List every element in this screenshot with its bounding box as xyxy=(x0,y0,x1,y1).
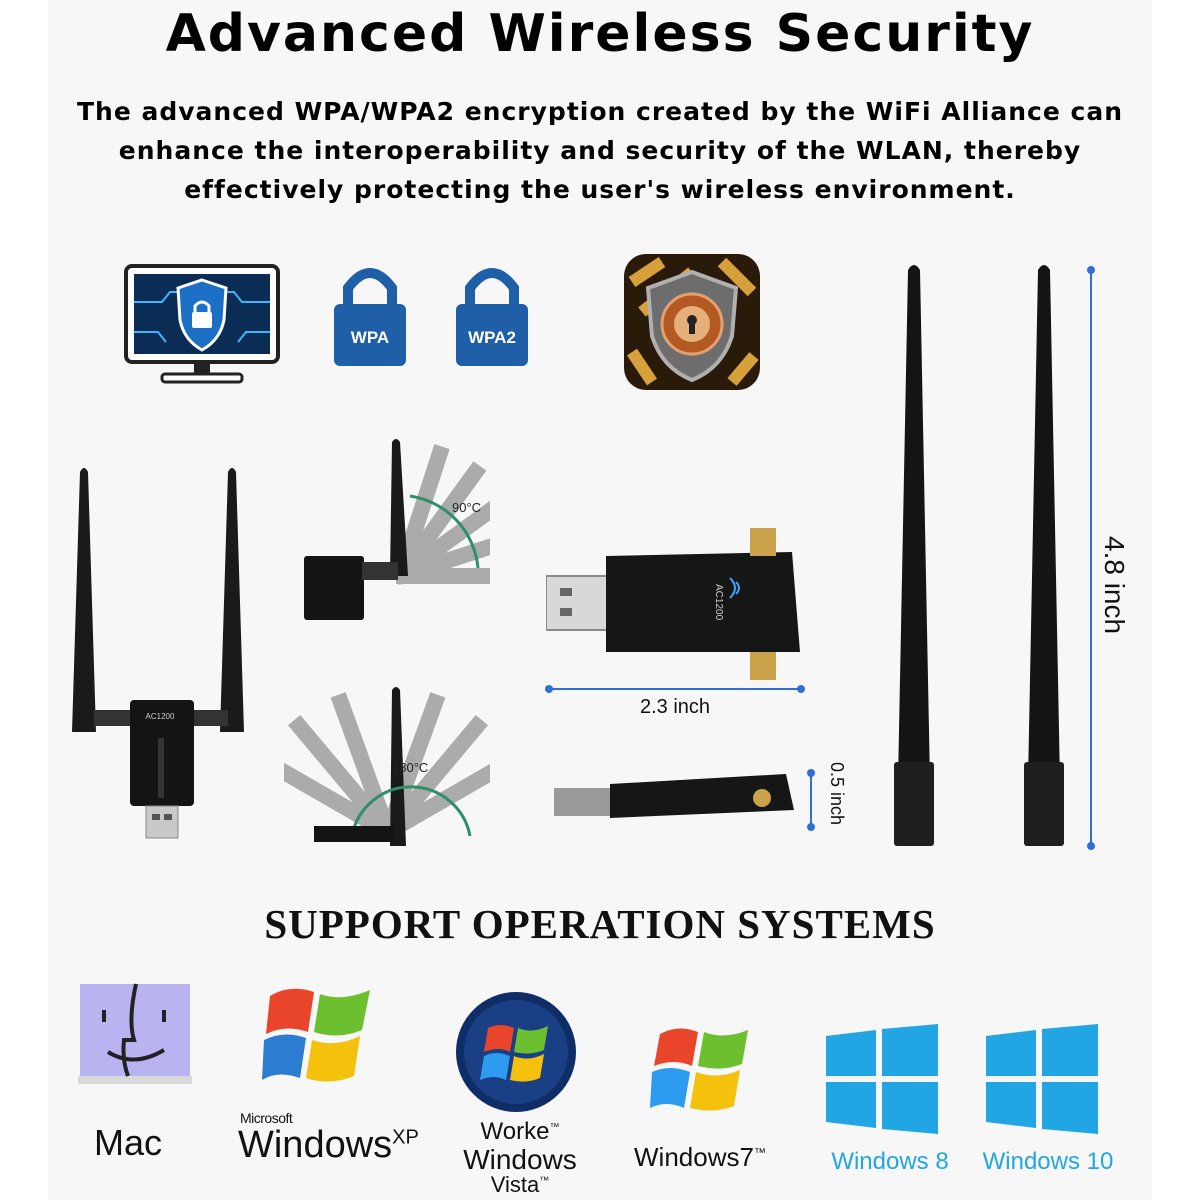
thickness-label: 0.5 inch xyxy=(827,762,847,826)
xp-name-label: WindowsXP xyxy=(238,1124,419,1167)
windows-vista-logo-icon xyxy=(456,992,576,1112)
vista-line1-label: Worke™ xyxy=(440,1118,600,1146)
adapter-side-view-image xyxy=(546,528,800,680)
antenna-height-label: 4.8 inch xyxy=(1099,536,1130,635)
vista-tm-1: ™ xyxy=(549,1122,560,1133)
vista-tm-2: ™ xyxy=(539,1175,550,1187)
antennas-image xyxy=(894,265,1064,846)
adapter-dual-antenna-image xyxy=(72,468,244,839)
wpa-lock-icon xyxy=(334,268,406,366)
description-line: The advanced WPA/WPA2 encryption created… xyxy=(76,97,1123,126)
win10-label: Windows 10 xyxy=(982,1148,1114,1175)
vista-line1-text: Worke xyxy=(480,1118,550,1145)
mac-logo-icon xyxy=(78,983,192,1084)
vista-line3-label: Vista™ xyxy=(440,1172,600,1198)
wpa2-label: WPA2 xyxy=(468,328,516,347)
adapter-model-label: AC1200 xyxy=(713,584,724,621)
win8-label: Windows 8 xyxy=(831,1148,949,1175)
monitor-shield-icon xyxy=(124,264,280,384)
xp-brand-label: Microsoft xyxy=(240,1110,293,1126)
angle-90-label: 90°C xyxy=(452,500,482,515)
win7-tm: ™ xyxy=(753,1145,766,1160)
vista-line2-label: Windows xyxy=(463,1144,577,1175)
windows-8-logo-icon xyxy=(826,1024,938,1134)
adapter-thin-view-image xyxy=(554,774,794,818)
page-title: Advanced Wireless Security xyxy=(165,4,1035,64)
description: The advanced WPA/WPA2 encryption created… xyxy=(40,92,1160,209)
wpa2-lock-icon xyxy=(456,268,528,366)
model-label: AC1200 xyxy=(145,712,175,721)
os-section-heading: SUPPORT OPERATION SYSTEMS xyxy=(264,901,936,947)
win7-text: Windows7 xyxy=(634,1142,754,1172)
description-line: enhance the interoperability and securit… xyxy=(118,136,1082,165)
win7-label: Windows7™ xyxy=(634,1142,766,1173)
rotation-180-diagram xyxy=(284,687,490,846)
description-line: effectively protecting the user's wirele… xyxy=(184,175,1016,204)
length-label: 2.3 inch xyxy=(639,696,711,718)
thickness-dimension-line xyxy=(807,769,815,831)
rotation-90-diagram xyxy=(304,439,490,620)
windows-7-logo-icon xyxy=(650,1028,748,1111)
vista-line3-text: Vista xyxy=(490,1172,540,1197)
xp-name-text: Windows xyxy=(238,1124,393,1166)
xp-suffix-text: XP xyxy=(392,1126,419,1149)
shield-keyhole-icon xyxy=(624,254,760,390)
length-dimension-line xyxy=(545,685,805,693)
mac-label: Mac xyxy=(93,1122,162,1163)
wpa-label: WPA xyxy=(350,328,390,347)
windows-10-logo-icon xyxy=(986,1024,1098,1134)
windows-xp-logo-icon xyxy=(262,988,370,1082)
angle-180-label: 180°C xyxy=(392,760,429,775)
antenna-height-dimension-line xyxy=(1087,266,1095,850)
